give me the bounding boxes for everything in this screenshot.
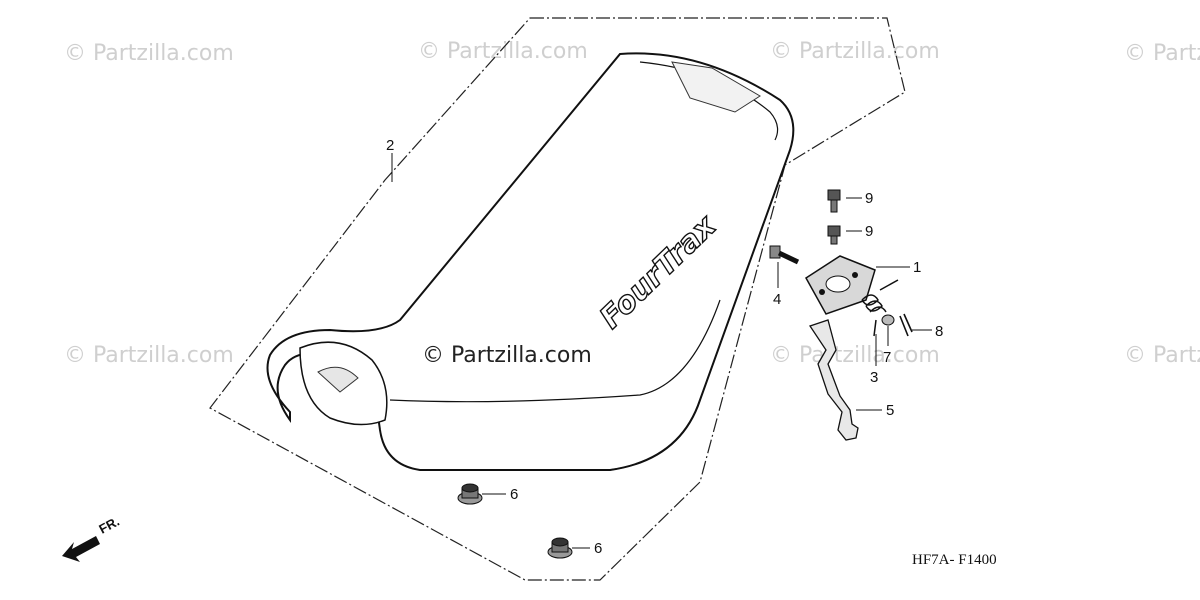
seat-lock-hardware — [769, 189, 913, 441]
callout-7: 7 — [883, 349, 891, 366]
watermark: © Partzilla.com — [770, 39, 940, 64]
callout-4: 4 — [773, 291, 781, 308]
callout-1: 1 — [913, 259, 921, 276]
callout-5: 5 — [886, 402, 894, 419]
arrow-front-icon: FR. — [62, 514, 122, 562]
main-watermark: © Partzilla.com — [422, 343, 592, 368]
callout-6: 6 — [594, 540, 602, 557]
cotter-pin — [899, 313, 913, 337]
bolt-9-upper — [827, 189, 841, 213]
leader-lines — [391, 153, 932, 549]
washer — [881, 314, 895, 326]
callout-2: 2 — [386, 137, 394, 154]
spring — [861, 279, 899, 337]
callout-8: 8 — [935, 323, 943, 340]
lock-lever — [808, 319, 859, 441]
watermark: © Partzilla.com — [64, 41, 234, 66]
bolt-9-lower — [827, 225, 841, 245]
watermark: © Partzilla.com — [1124, 343, 1200, 368]
callout-9: 9 — [865, 190, 873, 207]
watermark: © Partzilla.com — [770, 343, 940, 368]
assembly-frame — [209, 17, 906, 581]
seat-cushion: FourTrax — [266, 52, 795, 471]
watermark-layer: © Partzilla.com © Partzilla.com © Partzi… — [64, 39, 1200, 368]
callout-3: 3 — [870, 369, 878, 386]
callout-labels: 2 9 9 1 4 8 7 3 5 6 6 — [386, 137, 943, 557]
watermark: © Partzilla.com — [418, 39, 588, 64]
bolt-4 — [769, 245, 800, 265]
rubber-grommet-lower — [547, 537, 573, 559]
watermark: © Partzilla.com — [64, 343, 234, 368]
diagram-code: HF7A- F1400 — [912, 552, 997, 568]
direction-label: FR. — [96, 514, 122, 537]
rubber-grommet-upper — [457, 483, 483, 505]
callout-9: 9 — [865, 223, 873, 240]
callout-6: 6 — [510, 486, 518, 503]
watermark: © Partzilla.com — [1124, 41, 1200, 66]
